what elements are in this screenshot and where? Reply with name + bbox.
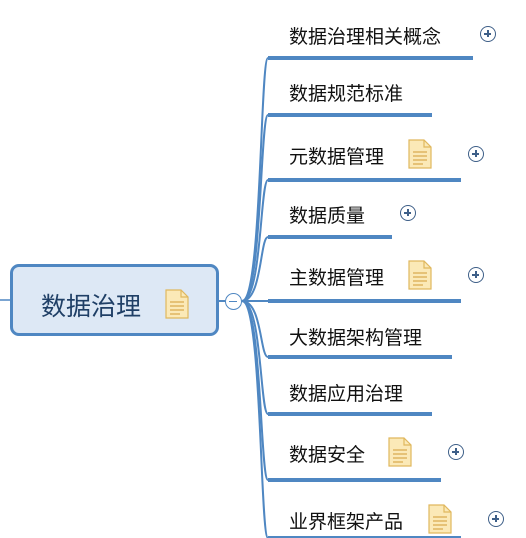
subtopic-label[interactable]: 数据安全: [289, 444, 366, 466]
subtopic-label[interactable]: 数据质量: [289, 205, 366, 227]
subtopic-label[interactable]: 数据应用治理: [289, 383, 404, 405]
note-icon[interactable]: [428, 504, 452, 534]
expand-toggle-button[interactable]: [488, 511, 504, 527]
subtopic-label[interactable]: 数据治理相关概念: [289, 26, 442, 48]
expand-toggle-button[interactable]: [480, 26, 496, 42]
subtopic-label[interactable]: 大数据架构管理: [289, 327, 423, 349]
expand-toggle-button[interactable]: [400, 205, 416, 221]
subtopic-label[interactable]: 元数据管理: [289, 146, 385, 168]
note-icon[interactable]: [165, 289, 189, 319]
branch-curve: [241, 236, 269, 302]
subtopic-label[interactable]: 业界框架产品: [289, 511, 404, 533]
expand-toggle-button[interactable]: [468, 146, 484, 162]
branch-curve: [241, 300, 269, 538]
central-topic[interactable]: 数据治理: [10, 264, 219, 336]
subtopic-label[interactable]: 数据规范标准: [289, 83, 404, 105]
branch-curve: [241, 300, 269, 358]
collapse-toggle-button[interactable]: [225, 293, 242, 310]
expand-toggle-button[interactable]: [448, 444, 464, 460]
central-topic-label: 数据治理: [41, 292, 142, 321]
branch-curve: [241, 179, 269, 302]
note-icon[interactable]: [388, 437, 412, 467]
branch-curve: [241, 114, 269, 302]
note-icon[interactable]: [408, 139, 432, 169]
subtopic-label[interactable]: 主数据管理: [289, 267, 385, 289]
note-icon[interactable]: [408, 260, 432, 290]
expand-toggle-button[interactable]: [468, 267, 484, 283]
